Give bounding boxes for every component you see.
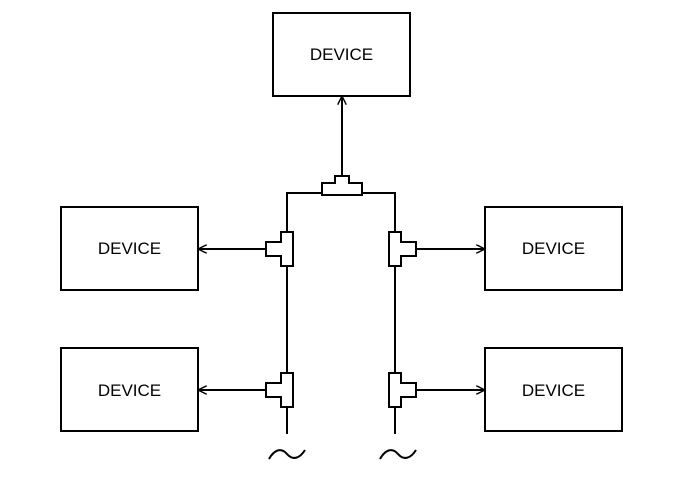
cable-break-right bbox=[379, 449, 417, 460]
device-right-upper[interactable]: DEVICE bbox=[484, 206, 623, 291]
device-label: DEVICE bbox=[98, 381, 161, 400]
device-left-lower[interactable]: DEVICE bbox=[60, 347, 199, 432]
device-box bbox=[484, 206, 623, 291]
t-connector-left-lower bbox=[265, 372, 294, 408]
device-top[interactable]: DEVICE bbox=[272, 12, 411, 97]
device-label: DEVICE bbox=[522, 239, 585, 258]
device-label: DEVICE bbox=[98, 239, 161, 258]
device-right-lower[interactable]: DEVICE bbox=[484, 347, 623, 432]
t-connector-right-upper bbox=[388, 231, 417, 267]
t-connector-top bbox=[321, 175, 363, 196]
device-box bbox=[60, 206, 199, 291]
device-box bbox=[272, 12, 411, 97]
cable-break-left bbox=[268, 449, 306, 460]
t-connector-right-lower bbox=[388, 372, 417, 408]
device-label: DEVICE bbox=[310, 45, 373, 64]
device-box bbox=[484, 347, 623, 432]
device-label: DEVICE bbox=[522, 381, 585, 400]
bus-trunk-line bbox=[286, 192, 396, 434]
t-connector-left-upper bbox=[265, 231, 294, 267]
device-box bbox=[60, 347, 199, 432]
device-left-upper[interactable]: DEVICE bbox=[60, 206, 199, 291]
